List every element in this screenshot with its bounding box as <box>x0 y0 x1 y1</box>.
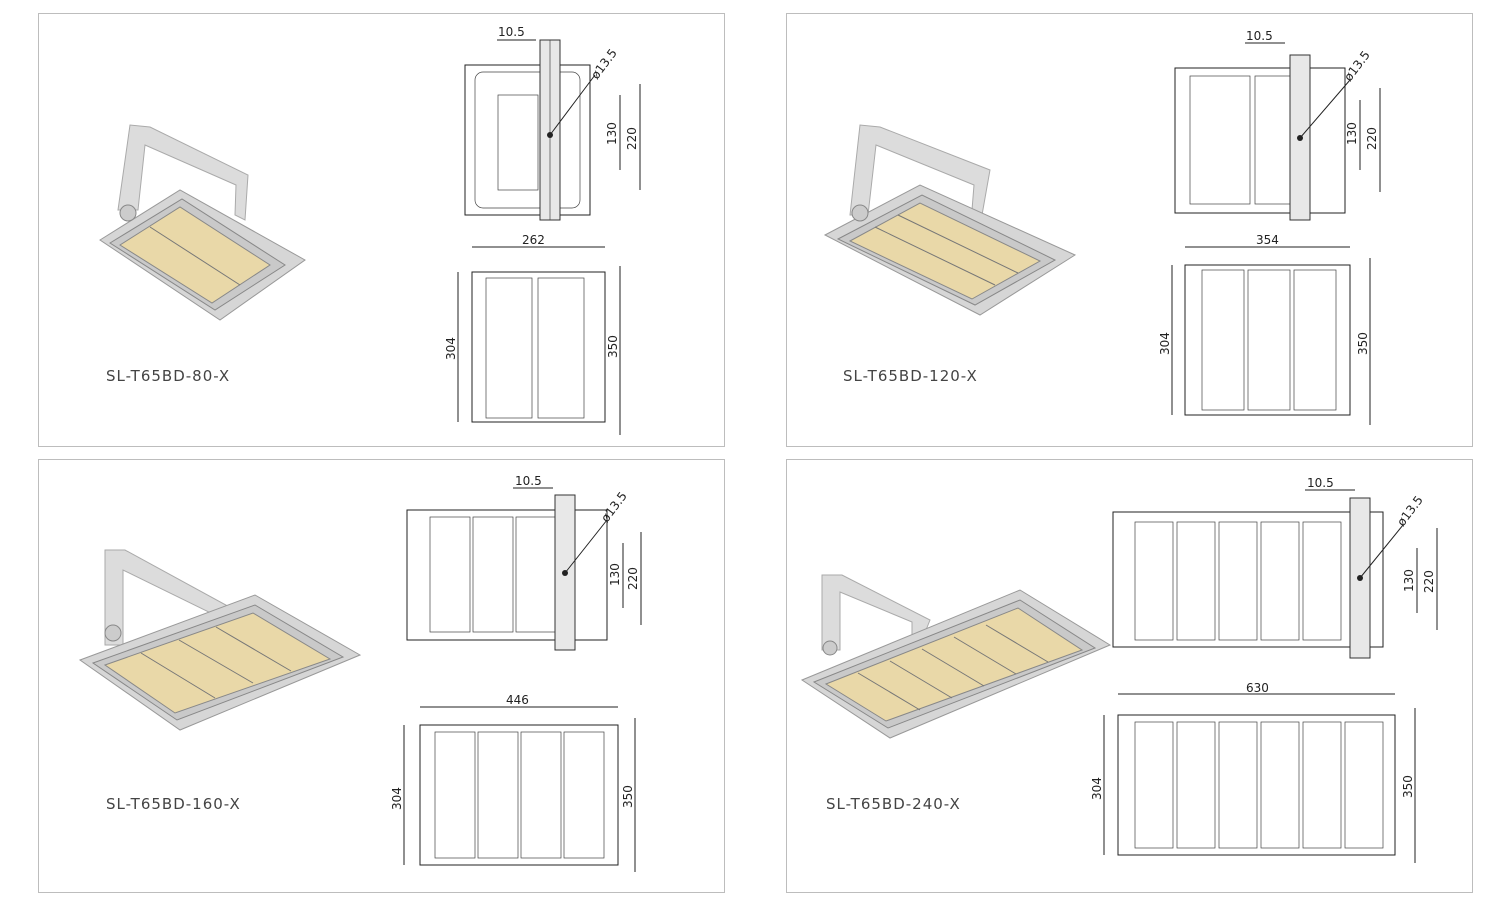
dim-offset: 10.5 <box>498 25 525 39</box>
front-view-drawing: 446 304 350 <box>390 693 636 872</box>
dim-height-inner: 304 <box>444 337 458 360</box>
dim-height-inner: 304 <box>390 787 404 810</box>
dim-hole: ø13.5 <box>598 489 630 525</box>
model-label: SL-T65BD-120-X <box>843 367 978 385</box>
dim-outer: 220 <box>625 127 639 150</box>
product-render-80 <box>99 124 306 321</box>
product-render-160 <box>78 549 362 731</box>
dim-inner: 130 <box>1402 569 1416 592</box>
model-label: SL-T65BD-80-X <box>106 367 231 385</box>
side-view-drawing: 10.5 ø13.5 130 220 <box>1174 29 1381 221</box>
dim-offset: 10.5 <box>1307 476 1334 490</box>
side-view-drawing: 10.5 ø13.5 130 220 <box>1112 476 1438 659</box>
dim-hole: ø13.5 <box>1341 48 1373 84</box>
dim-width: 262 <box>522 233 545 247</box>
dim-width: 354 <box>1256 233 1279 247</box>
dim-hole: ø13.5 <box>1394 493 1426 529</box>
dim-inner: 130 <box>605 122 619 145</box>
dim-width: 630 <box>1246 681 1269 695</box>
front-view-drawing: 354 304 350 <box>1158 233 1371 425</box>
side-view-drawing: 10.5 ø13.5 130 220 <box>464 25 641 221</box>
dim-inner: 130 <box>608 563 622 586</box>
model-label: SL-T65BD-160-X <box>106 795 241 813</box>
dim-hole: ø13.5 <box>588 46 620 82</box>
dim-width: 446 <box>506 693 529 707</box>
product-render-240 <box>800 574 1112 739</box>
dim-offset: 10.5 <box>1246 29 1273 43</box>
dim-offset: 10.5 <box>515 474 542 488</box>
dim-height-inner: 304 <box>1090 777 1104 800</box>
dim-height-outer: 350 <box>1401 775 1415 798</box>
side-view-drawing: 10.5 ø13.5 130 220 <box>406 474 642 651</box>
dim-outer: 220 <box>626 567 640 590</box>
dim-inner: 130 <box>1345 122 1359 145</box>
dim-outer: 220 <box>1365 127 1379 150</box>
product-render-120 <box>823 124 1077 316</box>
dim-height-outer: 350 <box>1356 332 1370 355</box>
dim-outer: 220 <box>1422 570 1436 593</box>
front-view-drawing: 262 304 350 <box>444 233 621 435</box>
front-view-drawing: 630 304 350 <box>1090 681 1416 863</box>
dim-height-outer: 350 <box>606 335 620 358</box>
model-label: SL-T65BD-240-X <box>826 795 961 813</box>
dim-height-outer: 350 <box>621 785 635 808</box>
dim-height-inner: 304 <box>1158 332 1172 355</box>
